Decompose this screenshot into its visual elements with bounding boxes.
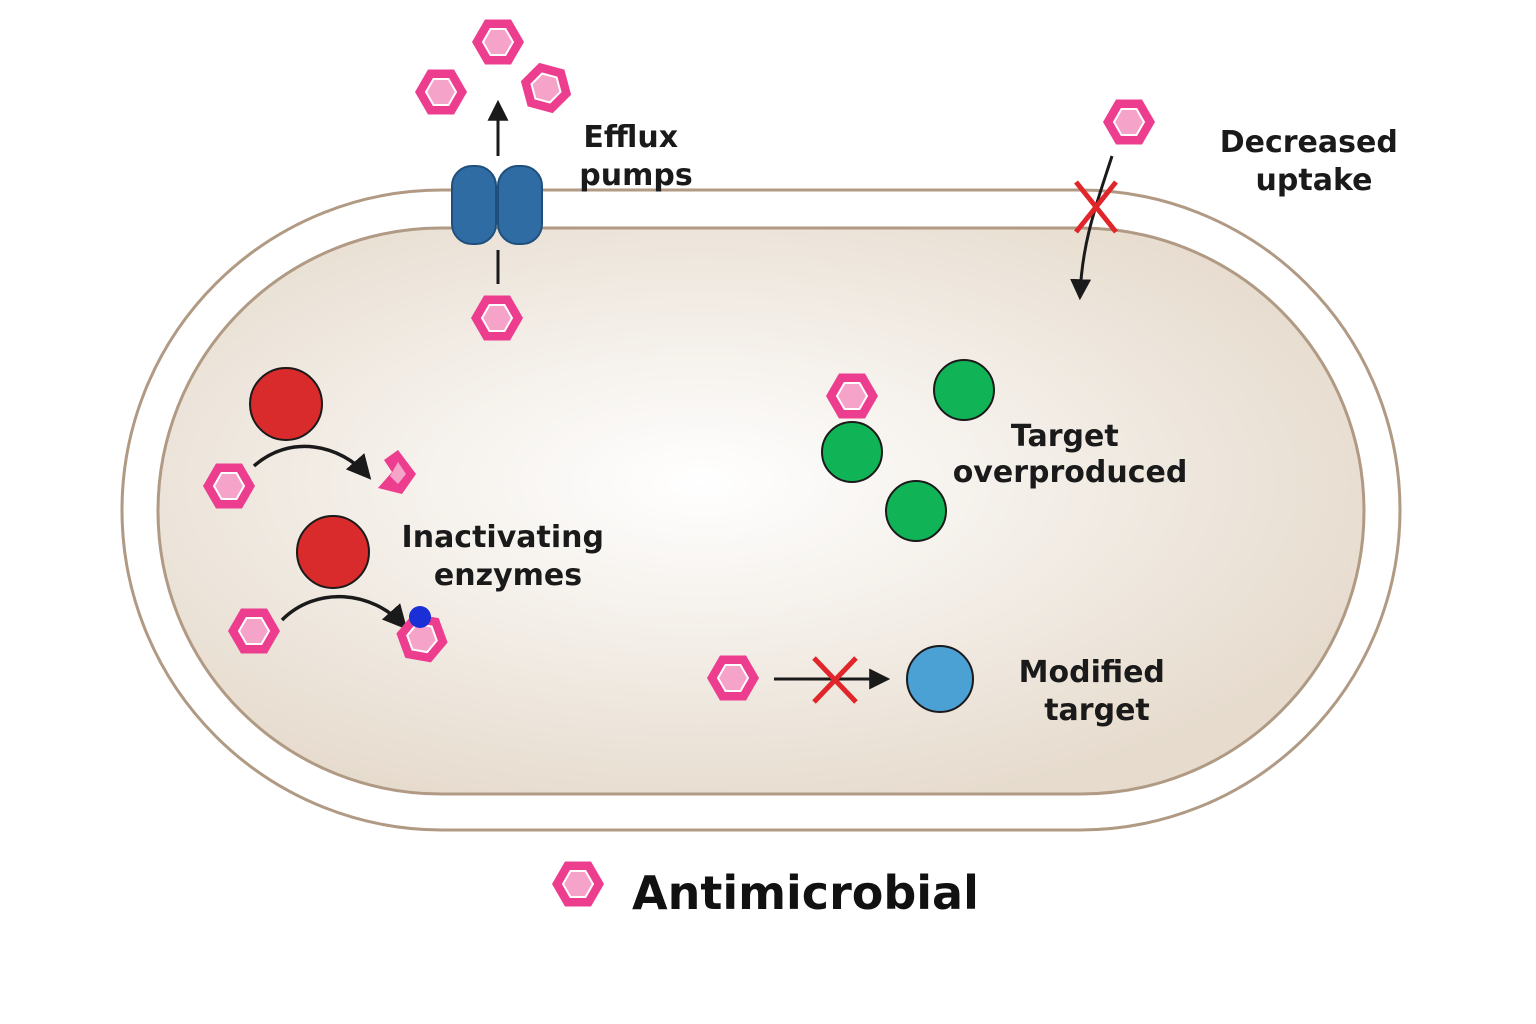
antimicrobial-icon <box>471 18 525 66</box>
modified-target-group: Modified target <box>706 645 1176 728</box>
efflux-pump-left <box>451 165 497 245</box>
uptake-label: Decreased uptake <box>1220 125 1409 198</box>
target-overproduced-group: Target overproduced <box>821 359 1188 542</box>
legend: Antimicrobial <box>551 860 979 920</box>
enzyme-arrow <box>252 444 372 480</box>
antimicrobial-legend-icon <box>551 860 605 908</box>
target-overproduced-label: Target overproduced <box>953 419 1188 490</box>
target-circle <box>885 480 947 542</box>
antimicrobial-icon <box>1102 98 1156 146</box>
legend-label: Antimicrobial <box>632 866 979 920</box>
enzyme-circle <box>296 515 370 589</box>
efflux-pump-right <box>497 165 543 245</box>
block-x-icon <box>812 656 858 704</box>
target-circle <box>933 359 995 421</box>
efflux-pump-group: Efflux pumps <box>414 18 693 342</box>
uptake-arrow <box>1070 155 1114 301</box>
broken-antimicrobial-icon <box>378 450 416 494</box>
decreased-uptake-group: Decreased uptake <box>1070 98 1409 301</box>
inactivating-label: Inactivating enzymes <box>402 520 615 593</box>
antimicrobial-icon <box>414 68 468 116</box>
modifier-dot <box>409 606 431 628</box>
cytoplasm <box>156 226 1366 796</box>
target-circle <box>821 421 883 483</box>
antimicrobial-icon <box>514 58 578 118</box>
modified-target-circle <box>906 645 974 713</box>
efflux-label: Efflux pumps <box>579 120 692 193</box>
enzyme-arrow <box>280 594 408 630</box>
modified-target-label: Modified target <box>1019 655 1176 728</box>
enzyme-circle <box>249 367 323 441</box>
block-x-icon <box>1074 180 1118 234</box>
inactivating-enzymes-group: Inactivating enzymes <box>202 367 615 666</box>
